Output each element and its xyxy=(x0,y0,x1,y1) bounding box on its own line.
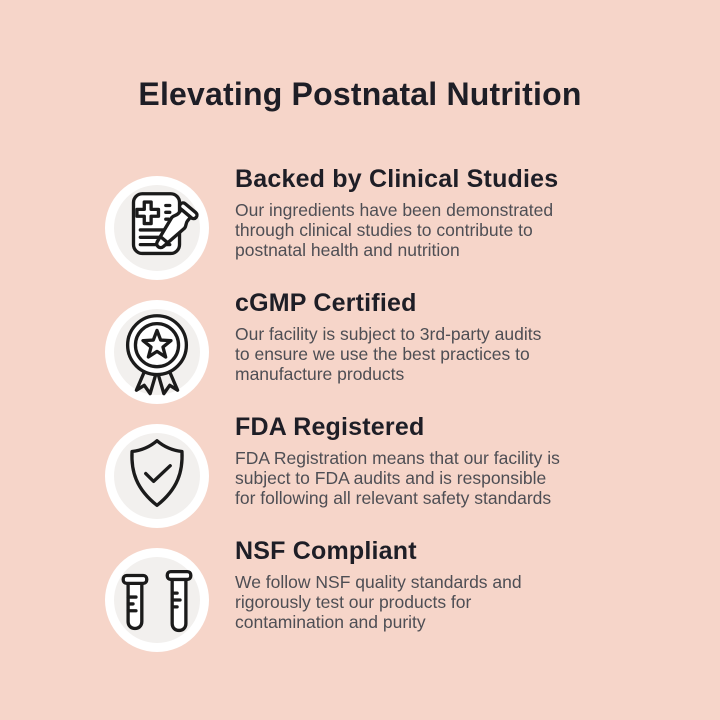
icon-circle xyxy=(105,424,209,528)
page-title: Elevating Postnatal Nutrition xyxy=(138,76,582,113)
feature-row-cgmp: cGMP Certified Our facility is subject t… xyxy=(105,289,625,404)
test-tubes-icon xyxy=(121,569,193,633)
feature-text: cGMP Certified Our facility is subject t… xyxy=(235,288,625,384)
feature-text: Backed by Clinical Studies Our ingredien… xyxy=(235,164,625,260)
feature-heading: cGMP Certified xyxy=(235,289,417,317)
clipboard-dropper-icon xyxy=(131,192,199,256)
feature-row-clinical-studies: Backed by Clinical Studies Our ingredien… xyxy=(105,165,625,280)
shield-check-icon xyxy=(130,439,184,508)
feature-text: NSF Compliant We follow NSF quality stan… xyxy=(235,536,625,632)
feature-text: FDA Registered FDA Registration means th… xyxy=(235,412,625,508)
feature-heading: FDA Registered xyxy=(235,413,425,441)
feature-heading: NSF Compliant xyxy=(235,537,417,565)
icon-circle xyxy=(105,548,209,652)
feature-description: FDA Registration means that our facility… xyxy=(235,448,560,508)
medal-star-icon xyxy=(125,314,189,396)
feature-row-nsf: NSF Compliant We follow NSF quality stan… xyxy=(105,537,625,652)
feature-description: Our facility is subject to 3rd-party aud… xyxy=(235,324,542,384)
feature-description: We follow NSF quality standards and rigo… xyxy=(235,572,522,632)
icon-circle xyxy=(105,300,209,404)
icon-circle xyxy=(105,176,209,280)
feature-description: Our ingredients have been demonstrated t… xyxy=(235,200,554,260)
feature-row-fda: FDA Registered FDA Registration means th… xyxy=(105,413,625,528)
feature-heading: Backed by Clinical Studies xyxy=(235,165,559,193)
feature-list: Backed by Clinical Studies Our ingredien… xyxy=(105,165,625,672)
